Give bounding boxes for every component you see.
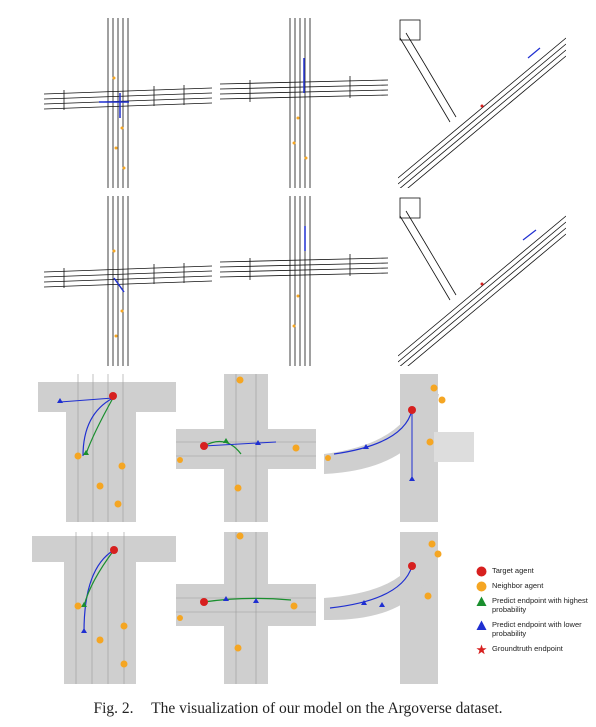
trajectory-t-junction-2: [32, 532, 178, 684]
map-panel-row2-col3: [398, 196, 566, 366]
legend-item-neighbor-agent: Neighbor agent: [474, 581, 596, 592]
map-panel-row1-col1: [44, 18, 212, 188]
legend-label: Target agent: [492, 566, 534, 575]
figure-label: Fig. 2.: [93, 700, 134, 717]
trajectory-panel-row3-col1: [38, 374, 178, 522]
trajectory-panel-row3-col2: [176, 374, 316, 522]
lane-map-cross-4: [220, 196, 388, 366]
lane-map-diagonal-1: [398, 19, 566, 188]
trajectory-panel-row4-col2: [176, 532, 316, 684]
trajectory-t-junction-1: [38, 374, 178, 522]
orange-circle-icon: [476, 581, 487, 592]
legend-item-groundtruth: Groundtruth endpoint: [474, 644, 596, 655]
lane-map-cross-2: [220, 18, 388, 188]
legend-item-other-prediction: Predict endpoint with lower probability: [474, 620, 596, 638]
legend-label: Predict endpoint with highest probabilit…: [492, 596, 588, 614]
legend-item-best-prediction: Predict endpoint with highest probabilit…: [474, 596, 596, 614]
figure-legend: Target agent Neighbor agent Predict endp…: [474, 566, 596, 659]
trajectory-crossroad-1: [176, 374, 316, 522]
blue-triangle-icon: [476, 620, 487, 630]
map-panel-row1-col3: [398, 18, 566, 188]
red-circle-icon: [476, 566, 487, 577]
trajectory-crossroad-2: [176, 532, 316, 684]
map-panel-row1-col2: [220, 18, 388, 188]
trajectory-panel-row4-col3: [324, 532, 470, 684]
red-star-icon: [476, 644, 487, 655]
trajectory-panel-row3-col3: [324, 374, 474, 522]
figure-caption: Fig. 2. The visualization of our model o…: [0, 700, 596, 718]
figure-caption-text: The visualization of our model on the Ar…: [151, 700, 503, 717]
map-panel-row2-col2: [220, 196, 388, 366]
trajectory-curve-2: [324, 532, 442, 684]
trajectory-panel-row4-col1: [32, 532, 178, 684]
lane-map-cross-3: [44, 196, 212, 366]
green-triangle-icon: [476, 596, 487, 606]
legend-label: Predict endpoint with lower probability: [492, 620, 582, 638]
legend-item-target-agent: Target agent: [474, 566, 596, 577]
legend-label: Neighbor agent: [492, 581, 544, 590]
map-panel-row2-col1: [44, 196, 212, 366]
lane-map-diagonal-2: [398, 197, 566, 366]
legend-label: Groundtruth endpoint: [492, 644, 563, 653]
lane-map-cross-1: [44, 18, 212, 188]
trajectory-curve-1: [324, 374, 474, 522]
